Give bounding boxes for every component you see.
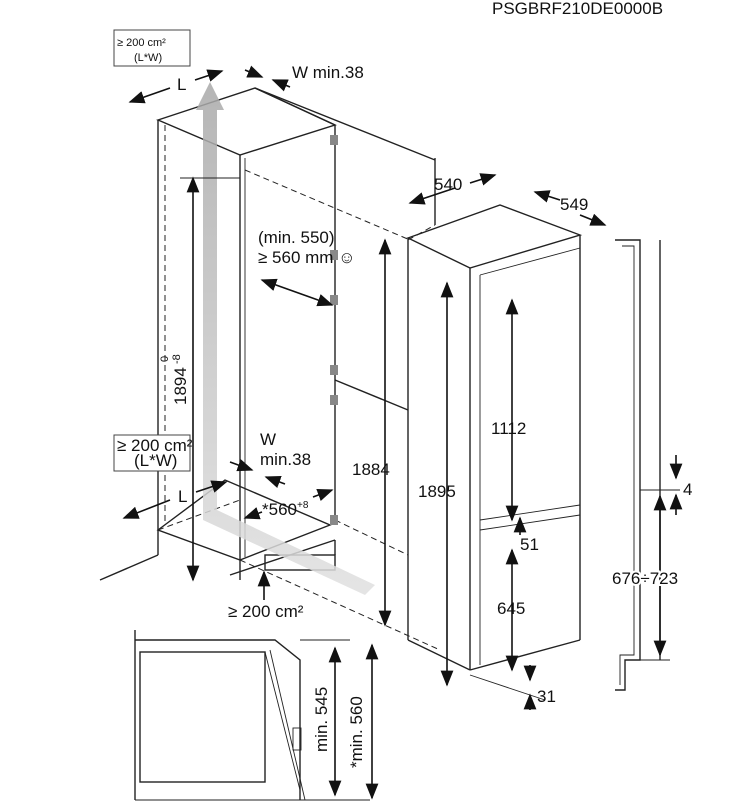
section-min-545: min. 545 [312, 687, 331, 752]
section-min-560: *min. 560 [347, 696, 366, 768]
appliance-upper-door: 1112 [491, 419, 526, 438]
cross-section [134, 630, 370, 801]
appliance-gap: 51 [520, 535, 539, 554]
airflow-arrow [196, 82, 375, 595]
appliance-total-height: 1895 [418, 482, 456, 501]
appliance-bottom: 31 [537, 687, 556, 706]
bottom-vent-area: ≥ 200 cm² [117, 436, 193, 455]
top-vent-formula: (L*W) [134, 52, 162, 64]
plinth-vent: ≥ 200 cm² [228, 602, 304, 621]
hinges [330, 135, 338, 525]
bottom-vent-width-min: min.38 [260, 450, 311, 469]
hinge-height: 1884 [352, 460, 390, 479]
appliance-lower-door: 645 [497, 599, 525, 618]
top-vent-length: L [177, 75, 186, 94]
bottom-vent-formula: (L*W) [134, 451, 177, 470]
niche-depth: *560+8 [262, 500, 309, 519]
appliance [406, 204, 583, 671]
door-clearance-min: (min. 550) [258, 228, 335, 247]
bottom-vent-width-label: W [260, 430, 276, 449]
top-vent-width: W min.38 [292, 63, 364, 82]
niche-cabinet [99, 87, 441, 651]
appliance-width: 540 [434, 175, 462, 194]
niche-height-tol-lower: -8 [171, 354, 183, 364]
niche-height: 1894 [171, 367, 190, 405]
side-profile-offset: 4 [683, 480, 692, 499]
side-profile-range: 676÷723 [612, 569, 678, 588]
door-clearance-value: ≥ 560 mm ☺ [258, 248, 356, 267]
niche-height-tol-upper: 0 [159, 356, 171, 362]
model-code: PSGBRF210DE0000B [492, 0, 663, 18]
appliance-depth: 549 [560, 195, 588, 214]
top-vent-area: ≥ 200 cm² [117, 37, 166, 49]
top-vent-box [113, 29, 191, 67]
side-profile [615, 239, 680, 691]
bottom-vent-box [113, 434, 191, 472]
bottom-vent-length: L [178, 487, 187, 506]
